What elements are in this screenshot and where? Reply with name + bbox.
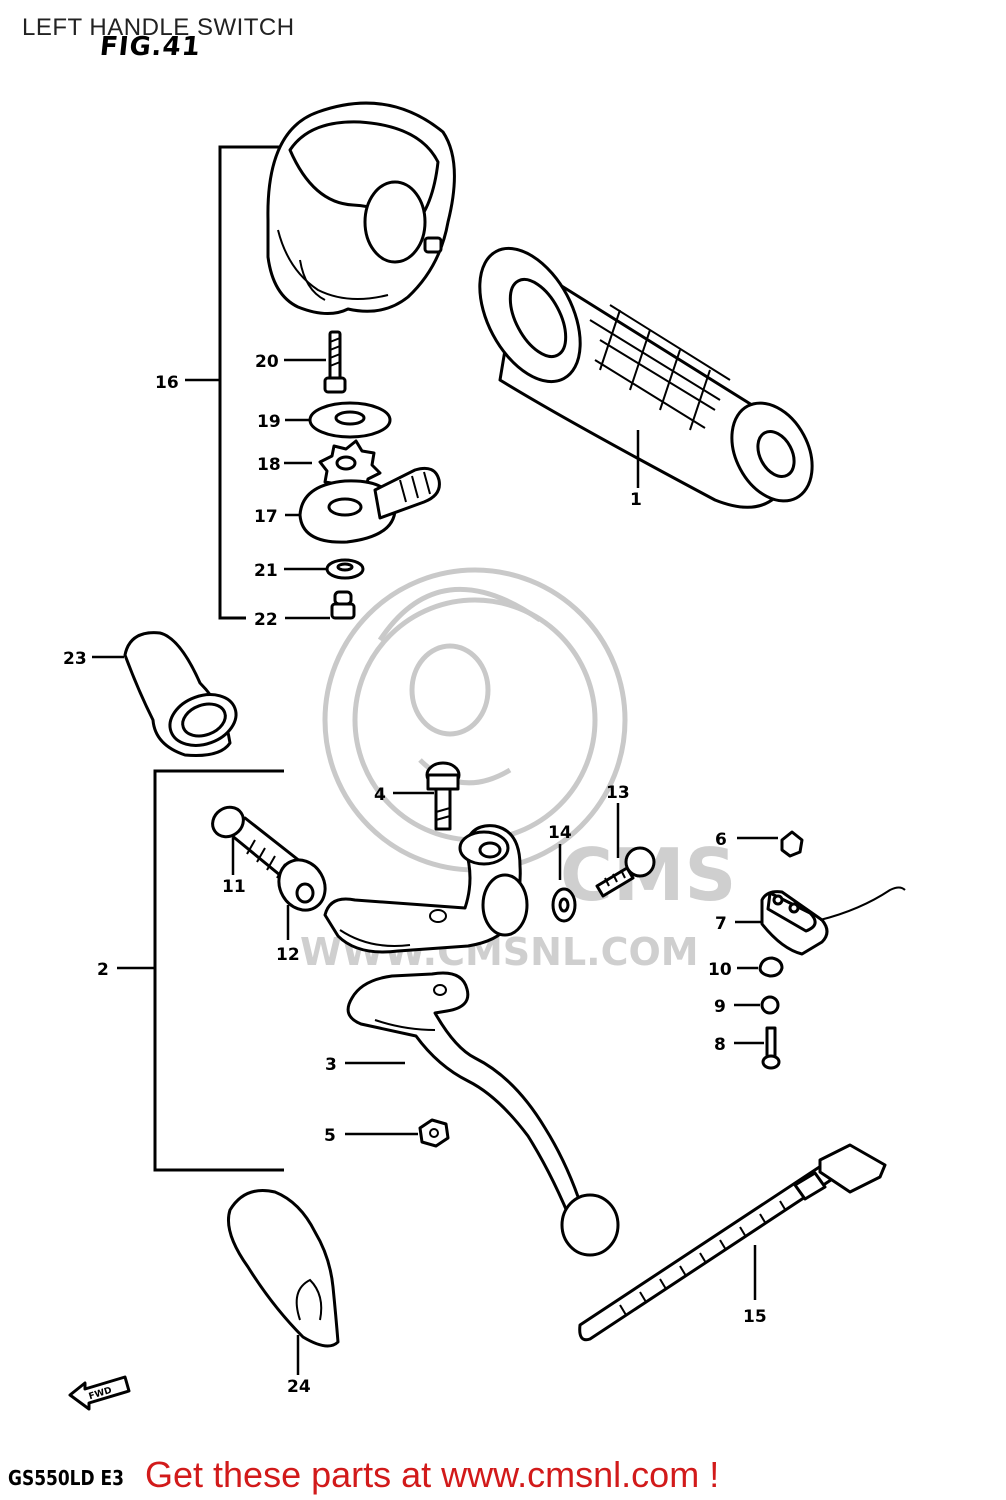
callout-22: 22	[254, 610, 278, 630]
fwd-arrow-icon: FWD	[68, 1375, 131, 1411]
callout-4: 4	[374, 785, 386, 805]
call-to-action-link[interactable]: Get these parts at www.cmsnl.com !	[145, 1454, 720, 1495]
page-title: LEFT HANDLE SWITCH	[22, 14, 295, 41]
callout-13: 13	[606, 783, 630, 803]
callout-11: 11	[222, 877, 246, 897]
callout-18: 18	[257, 455, 281, 475]
screw-8	[761, 1026, 781, 1070]
callout-1: 1	[630, 490, 642, 510]
locknut-12	[277, 858, 327, 912]
clutch-lever-3	[346, 971, 620, 1257]
callout-20: 20	[255, 352, 279, 372]
lever-cover-24	[227, 1189, 340, 1348]
callout-3: 3	[325, 1055, 337, 1075]
washer-14	[551, 887, 577, 923]
model-code: GS550LD E3	[8, 1466, 124, 1490]
screw-22	[330, 590, 356, 620]
callout-8: 8	[714, 1035, 726, 1055]
washer-10	[758, 956, 784, 978]
bolt-13	[595, 846, 656, 898]
boot-23	[123, 631, 238, 757]
washer-19	[308, 401, 392, 439]
callout-16: 16	[155, 373, 179, 393]
clutch-switch-7	[760, 886, 906, 956]
callout-6: 6	[715, 830, 727, 850]
handle-grip	[478, 246, 814, 509]
group-16-bracket	[218, 145, 284, 620]
callout-17: 17	[254, 507, 278, 527]
callout-2: 2	[97, 960, 109, 980]
callout-9: 9	[714, 997, 726, 1017]
callout-7: 7	[715, 914, 727, 934]
callout-12: 12	[276, 945, 300, 965]
callout-21: 21	[254, 561, 278, 581]
callout-10: 10	[708, 960, 732, 980]
lever-bracket-2	[323, 824, 529, 954]
callout-15: 15	[743, 1307, 767, 1327]
callout-24: 24	[287, 1377, 311, 1397]
screw-6	[780, 830, 804, 858]
callout-23: 23	[63, 649, 87, 669]
group-2-bracket	[153, 769, 284, 1172]
cable-tie-15	[578, 1143, 887, 1342]
callout-19: 19	[257, 412, 281, 432]
screw-20	[323, 330, 347, 394]
callout-14: 14	[548, 823, 572, 843]
callout-5: 5	[324, 1126, 336, 1146]
nut-9	[760, 995, 780, 1015]
nut-5	[418, 1118, 450, 1148]
washer-21	[325, 558, 365, 580]
switch-housing	[266, 101, 456, 315]
choke-lever-17	[298, 466, 441, 544]
pivot-bolt-4	[425, 761, 461, 831]
